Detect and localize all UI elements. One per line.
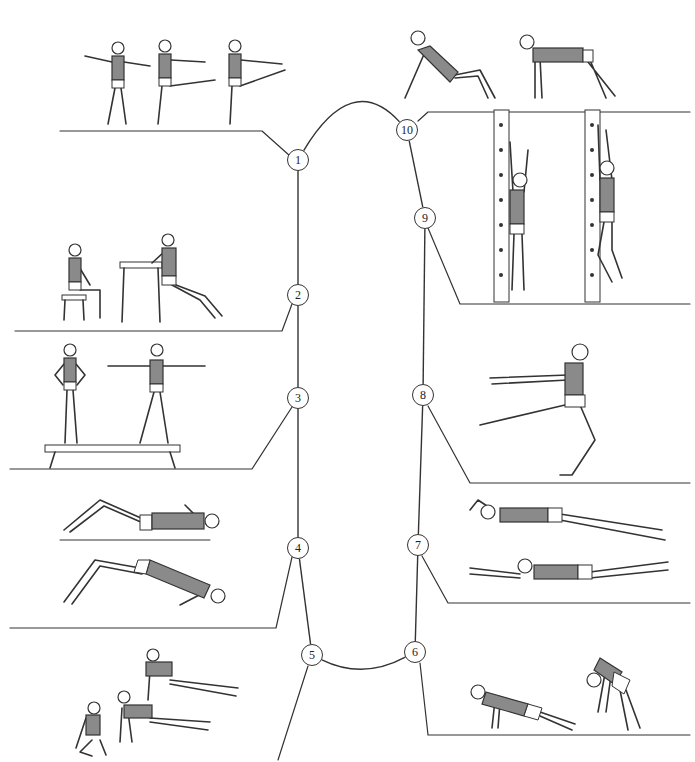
station-circle: 9 bbox=[414, 207, 436, 229]
station-6-figures bbox=[471, 658, 640, 730]
station-circle: 5 bbox=[301, 644, 323, 666]
station-number: 7 bbox=[415, 539, 421, 551]
station-circle: 3 bbox=[287, 387, 309, 409]
station-circle: 1 bbox=[287, 149, 309, 171]
wall-bars bbox=[494, 110, 600, 302]
station-10-figures bbox=[405, 31, 615, 98]
station-number: 9 bbox=[422, 212, 428, 224]
station-1-figures bbox=[85, 40, 285, 124]
station-8-figure bbox=[480, 344, 595, 475]
station-circle: 4 bbox=[287, 537, 309, 559]
station-number: 1 bbox=[295, 154, 301, 166]
station-circle: 10 bbox=[396, 119, 418, 141]
circuit-line bbox=[298, 409, 299, 537]
station-number: 4 bbox=[295, 542, 301, 554]
circuit-line bbox=[299, 559, 310, 644]
circuit-line bbox=[298, 171, 299, 284]
station-circle: 8 bbox=[412, 384, 434, 406]
station-3-figures bbox=[45, 344, 205, 468]
station-9-figures bbox=[510, 125, 622, 290]
station-number: 8 bbox=[420, 389, 426, 401]
station-circle: 7 bbox=[407, 534, 429, 556]
station-circle: 2 bbox=[287, 284, 309, 306]
circuit-line bbox=[423, 229, 425, 384]
station-number: 6 bbox=[412, 646, 418, 658]
station-number: 2 bbox=[295, 289, 301, 301]
circuit-line bbox=[304, 102, 400, 151]
circuit-line bbox=[418, 406, 422, 534]
station-2-figures bbox=[62, 234, 222, 322]
station-5-figures bbox=[76, 649, 238, 756]
station-number: 10 bbox=[401, 124, 413, 136]
station-7-figures bbox=[470, 500, 668, 579]
circuit-line bbox=[322, 657, 405, 669]
station-number: 3 bbox=[295, 392, 301, 404]
circuit-line bbox=[298, 306, 299, 387]
circuit-line bbox=[409, 141, 423, 207]
circuit-line bbox=[415, 556, 417, 641]
station-circle: 6 bbox=[404, 641, 426, 663]
station-number: 5 bbox=[309, 649, 315, 661]
station-4-figures bbox=[60, 500, 225, 605]
